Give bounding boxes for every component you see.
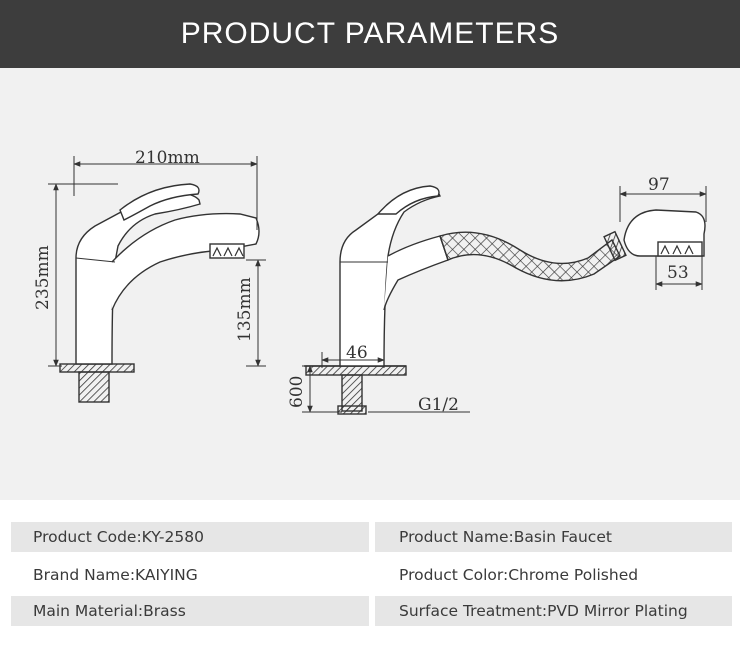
left-faucet — [59, 183, 260, 403]
right-nut — [337, 405, 367, 415]
right-lever — [376, 185, 440, 215]
left-base-plate — [59, 363, 135, 373]
dim-mount-depth-label: 600 — [287, 376, 307, 408]
faucet-drawing-svg: 210mm 235mm 135mm — [33, 148, 707, 415]
dim-width-label: 210mm — [135, 148, 200, 168]
dim-base-width-label: 46 — [346, 343, 368, 363]
technical-drawing: 210mm 235mm 135mm — [0, 68, 740, 500]
left-lever — [119, 183, 200, 221]
right-body — [339, 188, 441, 367]
dim-spout-height-label: 135mm — [235, 277, 255, 342]
braided-hose — [439, 231, 621, 282]
param-surface-treatment: Surface Treatment:PVD Mirror Plating — [375, 596, 732, 626]
dim-head-face-label: 53 — [667, 263, 689, 283]
left-dimensions — [48, 156, 266, 367]
dim-height-label: 235mm — [33, 245, 53, 310]
left-spout — [111, 212, 260, 311]
spray-head-tip — [657, 241, 703, 257]
header-bar: PRODUCT PARAMETERS — [0, 0, 740, 68]
param-product-code: Product Code:KY-2580 — [11, 522, 369, 552]
param-product-name: Product Name:Basin Faucet — [375, 522, 732, 552]
counter-plate — [305, 365, 407, 376]
dim-head-length-label: 97 — [648, 175, 670, 195]
param-brand-name: Brand Name:KAIYING — [33, 566, 198, 584]
left-thread-shank — [78, 371, 110, 403]
page-title: PRODUCT PARAMETERS — [180, 17, 560, 50]
parameters-table: Product Code:KY-2580 Product Name:Basin … — [0, 500, 740, 651]
dim-thread-label: G1/2 — [418, 395, 459, 415]
param-product-color: Product Color:Chrome Polished — [399, 566, 639, 584]
right-spout — [383, 235, 449, 311]
right-faucet — [304, 185, 706, 415]
hose-connector — [603, 230, 627, 262]
param-main-material: Main Material:Brass — [11, 596, 369, 626]
right-dimensions — [302, 186, 707, 413]
